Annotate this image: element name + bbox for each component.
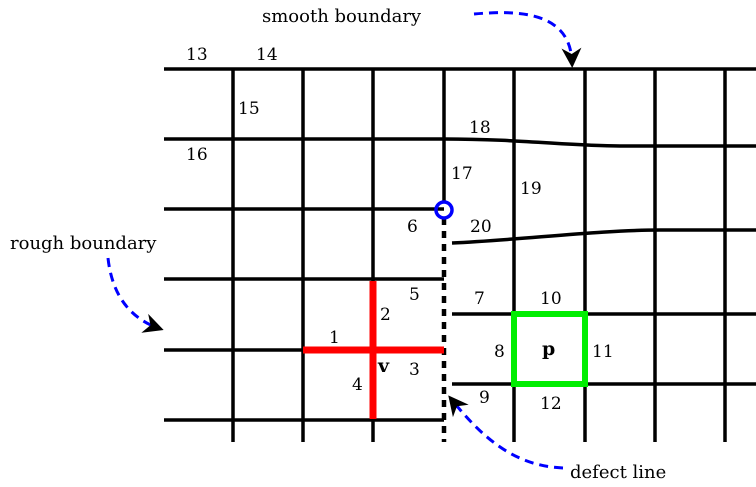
edge-label-15: 15 bbox=[238, 99, 260, 119]
edge-label-3: 3 bbox=[409, 360, 420, 380]
plaquette-operator bbox=[511, 311, 588, 387]
edge-label-5: 5 bbox=[409, 285, 420, 305]
edge-label-6: 6 bbox=[407, 217, 418, 237]
edge-label-17: 17 bbox=[451, 164, 473, 184]
edge-label-1: 1 bbox=[329, 328, 340, 348]
edge-label-4: 4 bbox=[352, 375, 363, 395]
smooth-boundary-label: smooth boundary bbox=[262, 6, 422, 27]
rough-boundary-label: rough boundary bbox=[10, 233, 157, 254]
edge-label-12: 12 bbox=[540, 394, 562, 414]
defect-line-label: defect line bbox=[570, 462, 666, 483]
edge-label-7: 7 bbox=[474, 289, 485, 309]
edge-label-14: 14 bbox=[256, 45, 278, 65]
defect-line-arrow bbox=[448, 395, 564, 470]
lattice-left-block bbox=[164, 67, 444, 442]
vertex-star-operator bbox=[303, 281, 444, 419]
edge-label-13: 13 bbox=[186, 45, 208, 65]
edge-label-11: 11 bbox=[592, 342, 614, 362]
edge-label-9: 9 bbox=[479, 388, 490, 408]
edge-label-19: 19 bbox=[520, 179, 542, 199]
edge-label-18: 18 bbox=[469, 118, 491, 138]
lattice-right-block bbox=[443, 67, 756, 442]
edge-label-20: 20 bbox=[470, 217, 492, 237]
smooth-boundary-arrow bbox=[473, 11, 582, 68]
edge-label-16: 16 bbox=[186, 145, 208, 165]
vertex-label: v bbox=[377, 355, 390, 377]
edge-label-10: 10 bbox=[540, 289, 562, 309]
edge-labels: 1 2 3 4 5 6 7 8 9 10 11 12 13 14 15 16 1… bbox=[186, 45, 614, 414]
edge-label-2: 2 bbox=[380, 305, 391, 325]
defect-endpoint-icon bbox=[434, 200, 454, 220]
edge-label-8: 8 bbox=[494, 342, 505, 362]
rough-boundary-arrow bbox=[106, 257, 164, 333]
plaquette-label: p bbox=[542, 338, 555, 360]
